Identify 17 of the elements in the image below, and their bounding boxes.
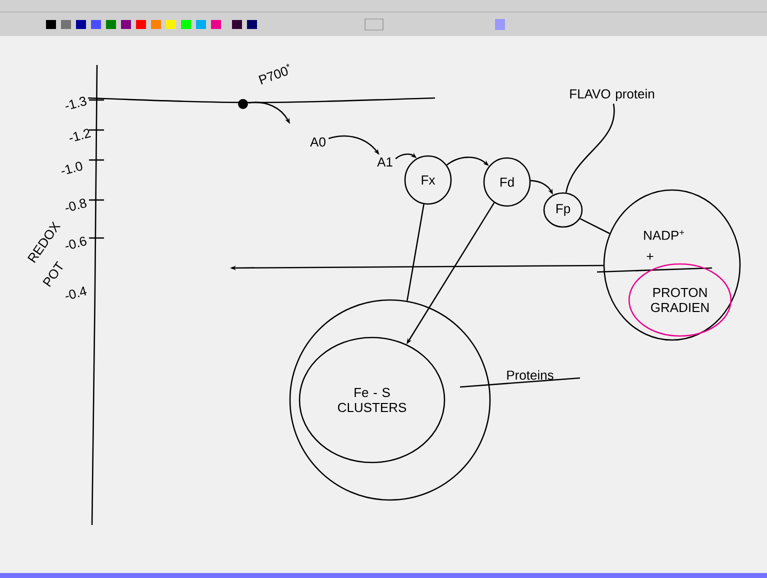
connector-line (406, 204, 424, 301)
node-label: + (646, 253, 654, 260)
node-label: A0 (310, 137, 326, 147)
tick-label: -0.6 (65, 236, 86, 249)
tick-label: -1.3 (65, 96, 86, 110)
node-label: NADP$^{+}$ (644, 230, 684, 240)
underlined-text: Proteins (460, 370, 580, 388)
connector-line (580, 218, 610, 234)
note-text: FLAVO protein (570, 88, 654, 102)
tick-label: -0.4 (65, 286, 87, 299)
node-label: P700$^{*}$ (258, 64, 290, 84)
tick-label: -0.8 (65, 198, 86, 211)
node-label: A1 (377, 158, 392, 166)
leader-line (565, 104, 615, 193)
carrier-blob: Fp (543, 192, 583, 228)
tick-label: -1.2 (70, 128, 91, 142)
tick-label: -1.0 (61, 162, 82, 174)
